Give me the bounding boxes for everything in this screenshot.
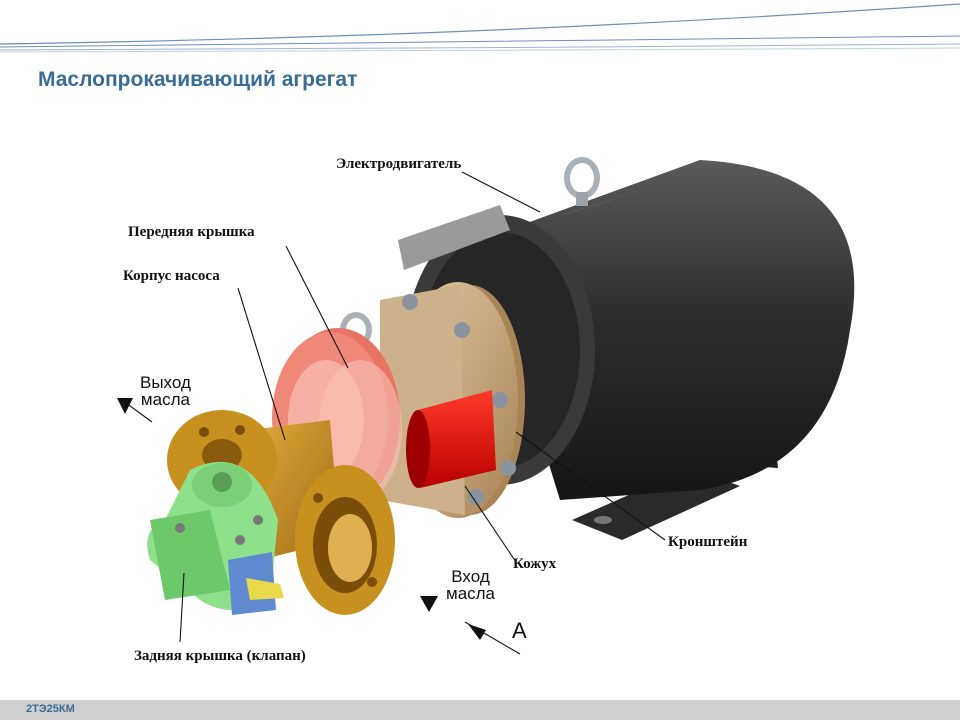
- footer-model: 2ТЭ25КМ: [26, 703, 75, 715]
- leader-pump-body: [237, 287, 286, 441]
- label-electric-motor: Электродвигатель: [336, 156, 462, 172]
- bracket-flange: [380, 282, 525, 518]
- label-casing: Кожух: [513, 556, 557, 572]
- motor-eye-bolt: [564, 157, 600, 206]
- label-rear-cover: Задняя крышка (клапан): [134, 648, 306, 664]
- outlet-flow-arrow: [117, 398, 133, 414]
- page-title: Маслопрокачивающий агрегат: [38, 68, 358, 91]
- label-pump-body: Корпус насоса: [123, 268, 220, 284]
- inlet-label: Вход масла: [446, 568, 495, 602]
- inlet-flow-arrow: [420, 596, 438, 612]
- footer-bar: 2ТЭ25КМ: [0, 700, 960, 720]
- leader-bracket: [515, 431, 666, 541]
- inlet-label-line1: Вход: [451, 567, 490, 586]
- view-a-label: А: [512, 618, 527, 643]
- pump-body: [167, 410, 395, 615]
- leader-rear-cover: [179, 572, 185, 643]
- leader-motor: [461, 171, 541, 213]
- outlet-label: Выход масла: [140, 374, 191, 408]
- coupling-casing: [406, 390, 496, 488]
- label-front-cover: Передняя крышка: [128, 224, 255, 240]
- leader-front-cover: [285, 245, 349, 369]
- label-bracket: Кронштейн: [668, 534, 748, 550]
- leader-lines: [121, 171, 666, 655]
- inlet-label-line2: масла: [446, 584, 496, 603]
- header-decoration: [0, 3, 960, 53]
- outlet-label-line2: масла: [140, 390, 190, 409]
- leader-casing: [464, 485, 517, 563]
- rear-cover: [147, 461, 284, 615]
- outlet-label-line1: Выход: [140, 373, 191, 392]
- view-a-arrow: [468, 624, 486, 640]
- pump-unit-illustration: [117, 157, 855, 655]
